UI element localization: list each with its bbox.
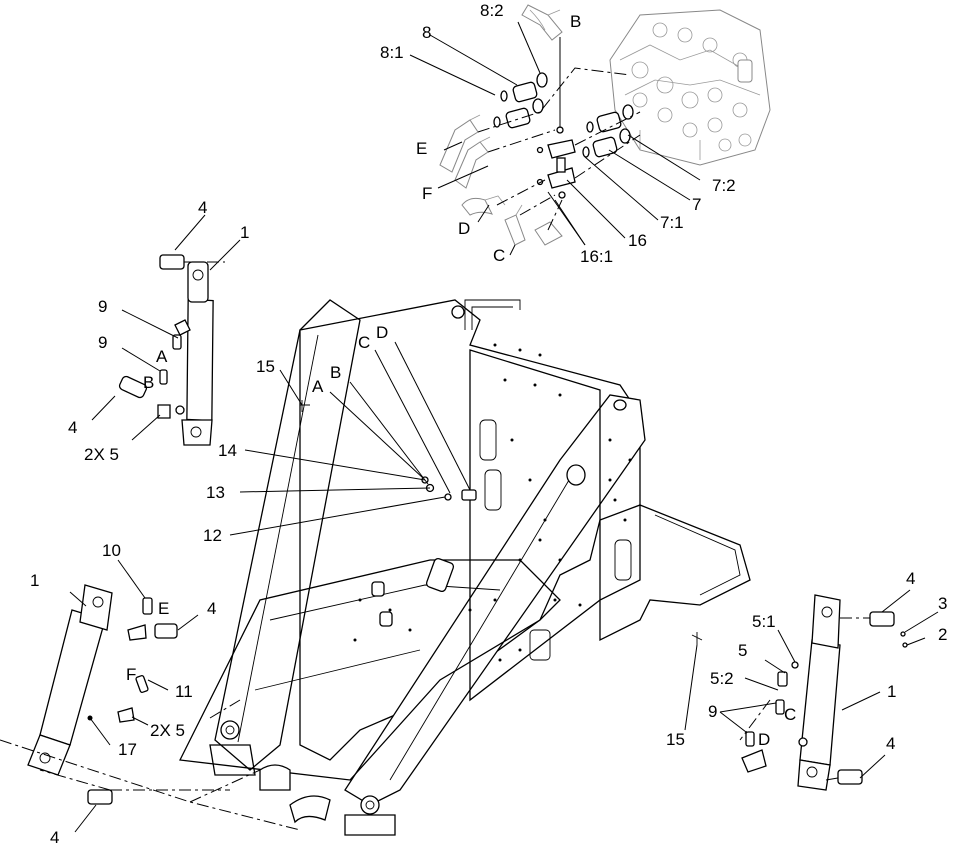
callout-4-right: 4 [906, 569, 915, 588]
cylinder-right [739, 594, 908, 791]
callout-E-lower-left: E [158, 599, 169, 618]
callout-7: 7 [692, 195, 701, 214]
callout-3: 3 [938, 594, 947, 613]
callout-1-lower-left: 1 [30, 571, 39, 590]
callout-C-right: C [784, 705, 796, 724]
callout-16-1: 16:1 [580, 247, 613, 266]
callout-14: 14 [218, 441, 237, 460]
callout-2x5-lower-left: 2X 5 [150, 721, 185, 740]
callout-B-top: B [570, 12, 581, 31]
callout-7-2: 7:2 [712, 176, 736, 195]
callout-11: 11 [175, 682, 193, 701]
callout-4-bottom-left: 4 [50, 828, 59, 847]
callout-A-upper-left: A [156, 347, 168, 366]
callout-17: 17 [118, 740, 137, 759]
callout-A-mid: A [312, 377, 324, 396]
callout-16: 16 [628, 231, 647, 250]
callout-12: 12 [203, 526, 222, 545]
cylinder-upper-left [118, 254, 225, 446]
callout-1-right: 1 [887, 682, 896, 701]
callout-B-mid: B [330, 363, 341, 382]
callout-10: 10 [102, 541, 121, 560]
bulkhead-fittings [300, 400, 703, 645]
callout-9-a: 9 [98, 297, 107, 316]
callout-9-right: 9 [708, 702, 717, 721]
callout-4-lower-left: 4 [207, 599, 216, 618]
callout-C-top: C [493, 246, 505, 265]
frame-rivets [353, 343, 632, 662]
callout-8: 8 [422, 23, 431, 42]
leader-lines [69, 21, 939, 833]
callout-5: 5 [738, 641, 747, 660]
loader-frame [179, 299, 751, 836]
callout-D-right: D [758, 730, 770, 749]
callout-E-top: E [416, 139, 427, 158]
callout-2: 2 [938, 625, 947, 644]
callout-8-2: 8:2 [480, 1, 504, 20]
callout-4-upper-left: 4 [198, 198, 207, 217]
callout-labels: 8:2 B 8 8:1 E F D C 16:1 16 7:1 7 7:2 4 … [30, 1, 947, 847]
callout-7-1: 7:1 [660, 213, 684, 232]
callout-D-top: D [458, 219, 470, 238]
callout-4-bottom-right: 4 [886, 734, 895, 753]
callout-8-1: 8:1 [380, 43, 404, 62]
callout-15-top: 15 [256, 357, 275, 376]
callout-15-right: 15 [666, 730, 685, 749]
callout-B-upper-left: B [143, 373, 154, 392]
callout-F-lower-left: F [126, 665, 136, 684]
callout-4-mid-left: 4 [68, 418, 77, 437]
callout-F-top: F [422, 184, 432, 203]
callout-1-upper-left: 1 [240, 223, 249, 242]
callout-D-mid: D [376, 323, 388, 342]
callout-5-2: 5:2 [710, 669, 734, 688]
callout-13: 13 [206, 483, 225, 502]
cylinder-lower-left [0, 584, 301, 831]
callout-5-1: 5:1 [752, 612, 776, 631]
callout-2x5-upper-left: 2X 5 [84, 445, 119, 464]
top-hose-assembly [439, 4, 641, 246]
callout-9-b: 9 [98, 333, 107, 352]
control-valve [609, 9, 771, 166]
callout-C-mid: C [358, 333, 370, 352]
